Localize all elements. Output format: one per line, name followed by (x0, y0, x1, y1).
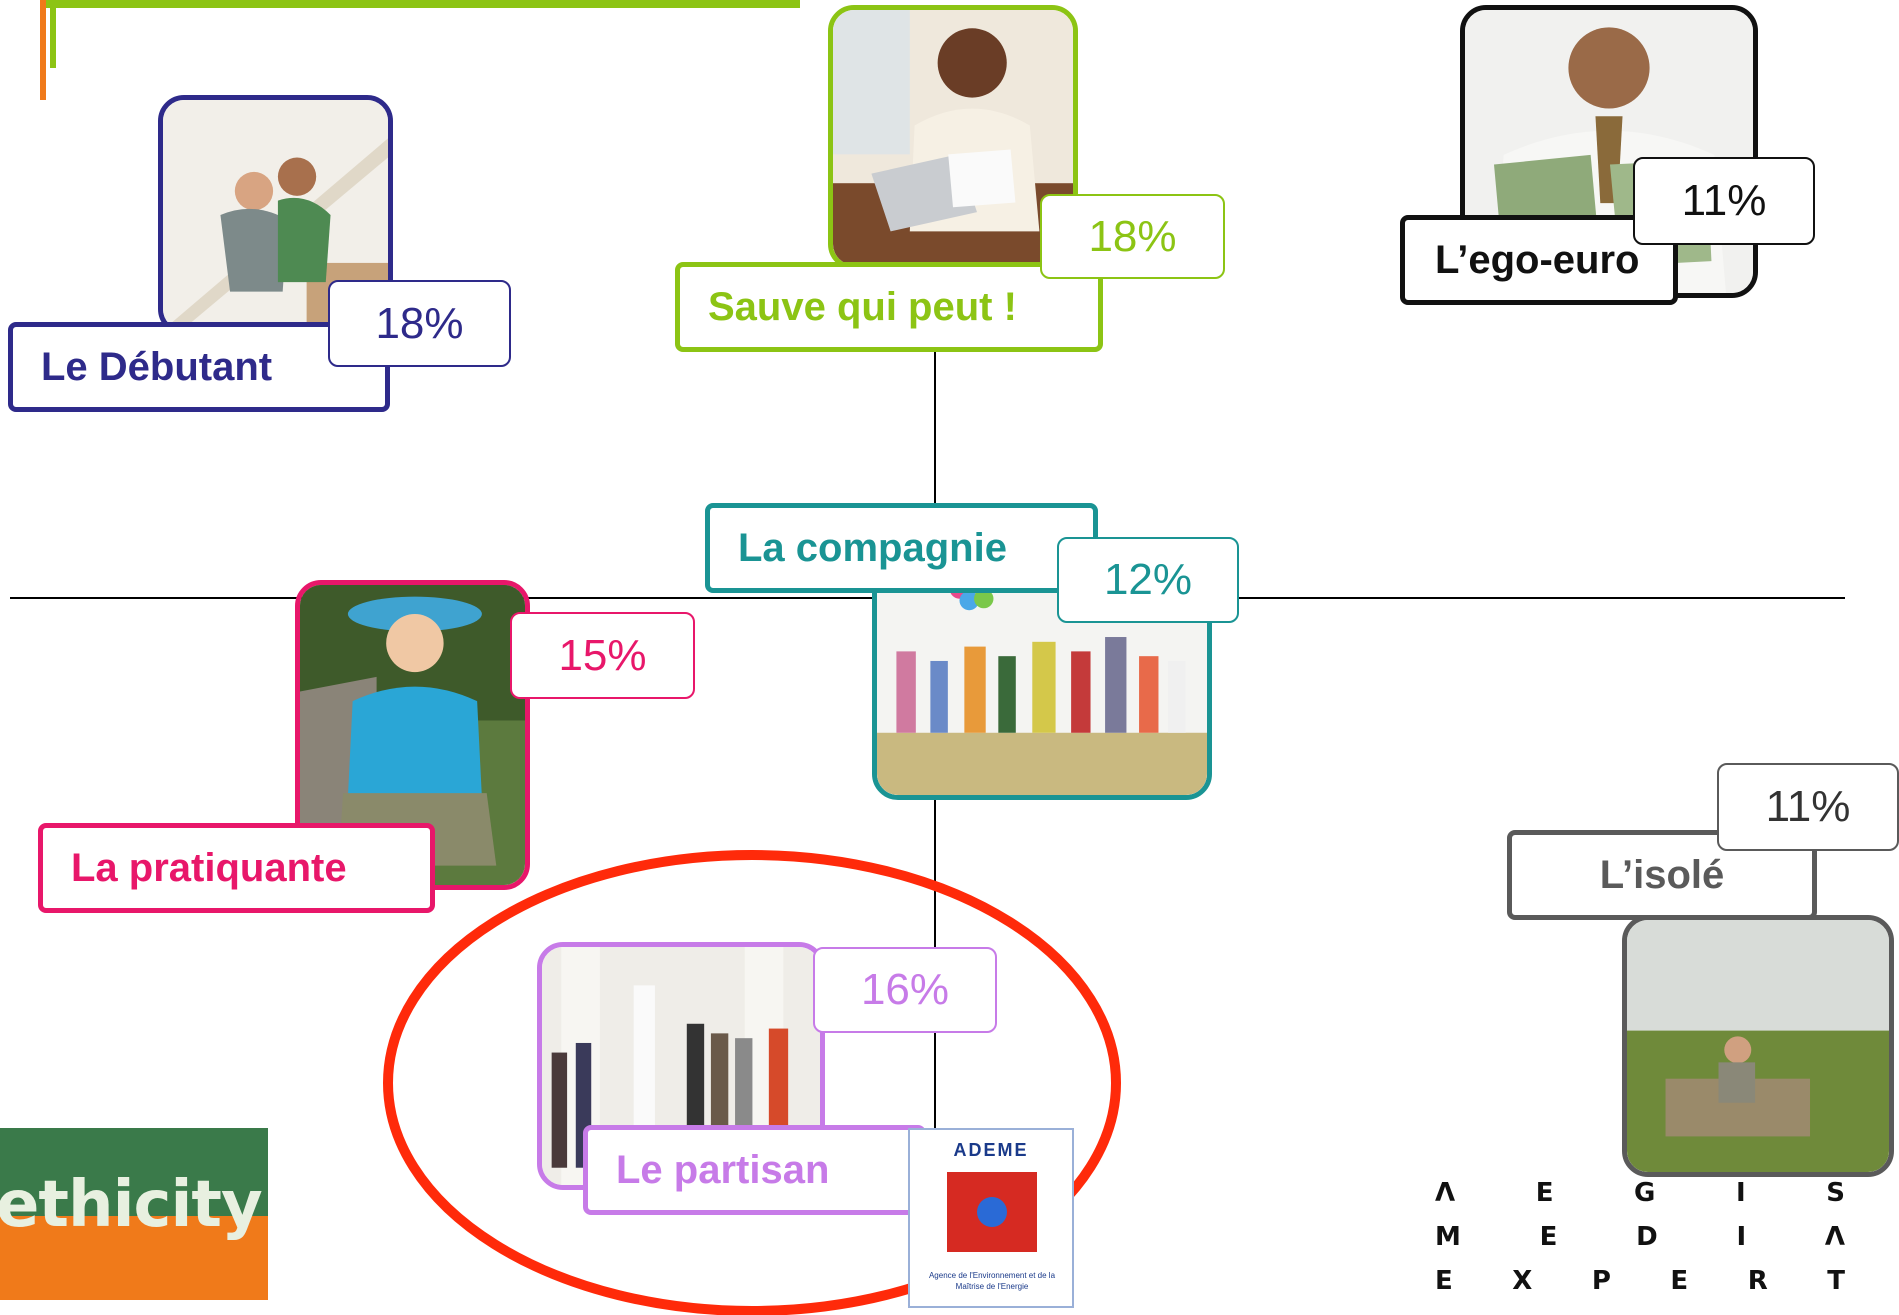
header-rule (40, 0, 800, 8)
ego-label: L’ego-euro (1400, 215, 1678, 305)
compagnie-pct: 12% (1057, 537, 1239, 623)
sauve-label: Sauve qui peut ! (675, 262, 1103, 352)
debutant-label: Le Débutant (8, 322, 390, 412)
isole-pct: 11% (1717, 763, 1899, 851)
debutant-pct: 18% (328, 280, 511, 367)
ethicity-logo: ethicity (0, 1128, 268, 1300)
compagnie-label: La compagnie (705, 503, 1098, 593)
partisan-label: Le partisan (583, 1125, 926, 1215)
sauve-pct: 18% (1040, 194, 1225, 279)
header-tick-orange (40, 0, 46, 100)
sauve-photo (828, 5, 1078, 270)
partisan-pct: 16% (813, 947, 997, 1033)
isole-photo (1622, 915, 1894, 1177)
header-tick-green (50, 0, 56, 68)
globe-icon (977, 1197, 1007, 1227)
ademe-logo: ADEME Agence de l'Environnement et de la… (908, 1128, 1074, 1308)
pratiquante-label: La pratiquante (38, 823, 435, 913)
pratiquante-pct: 15% (510, 612, 695, 699)
ego-pct: 11% (1633, 157, 1815, 245)
ademe-caption: Agence de l'Environnement et de la Maîtr… (928, 1271, 1056, 1291)
ademe-title: ADEME (953, 1140, 1029, 1160)
